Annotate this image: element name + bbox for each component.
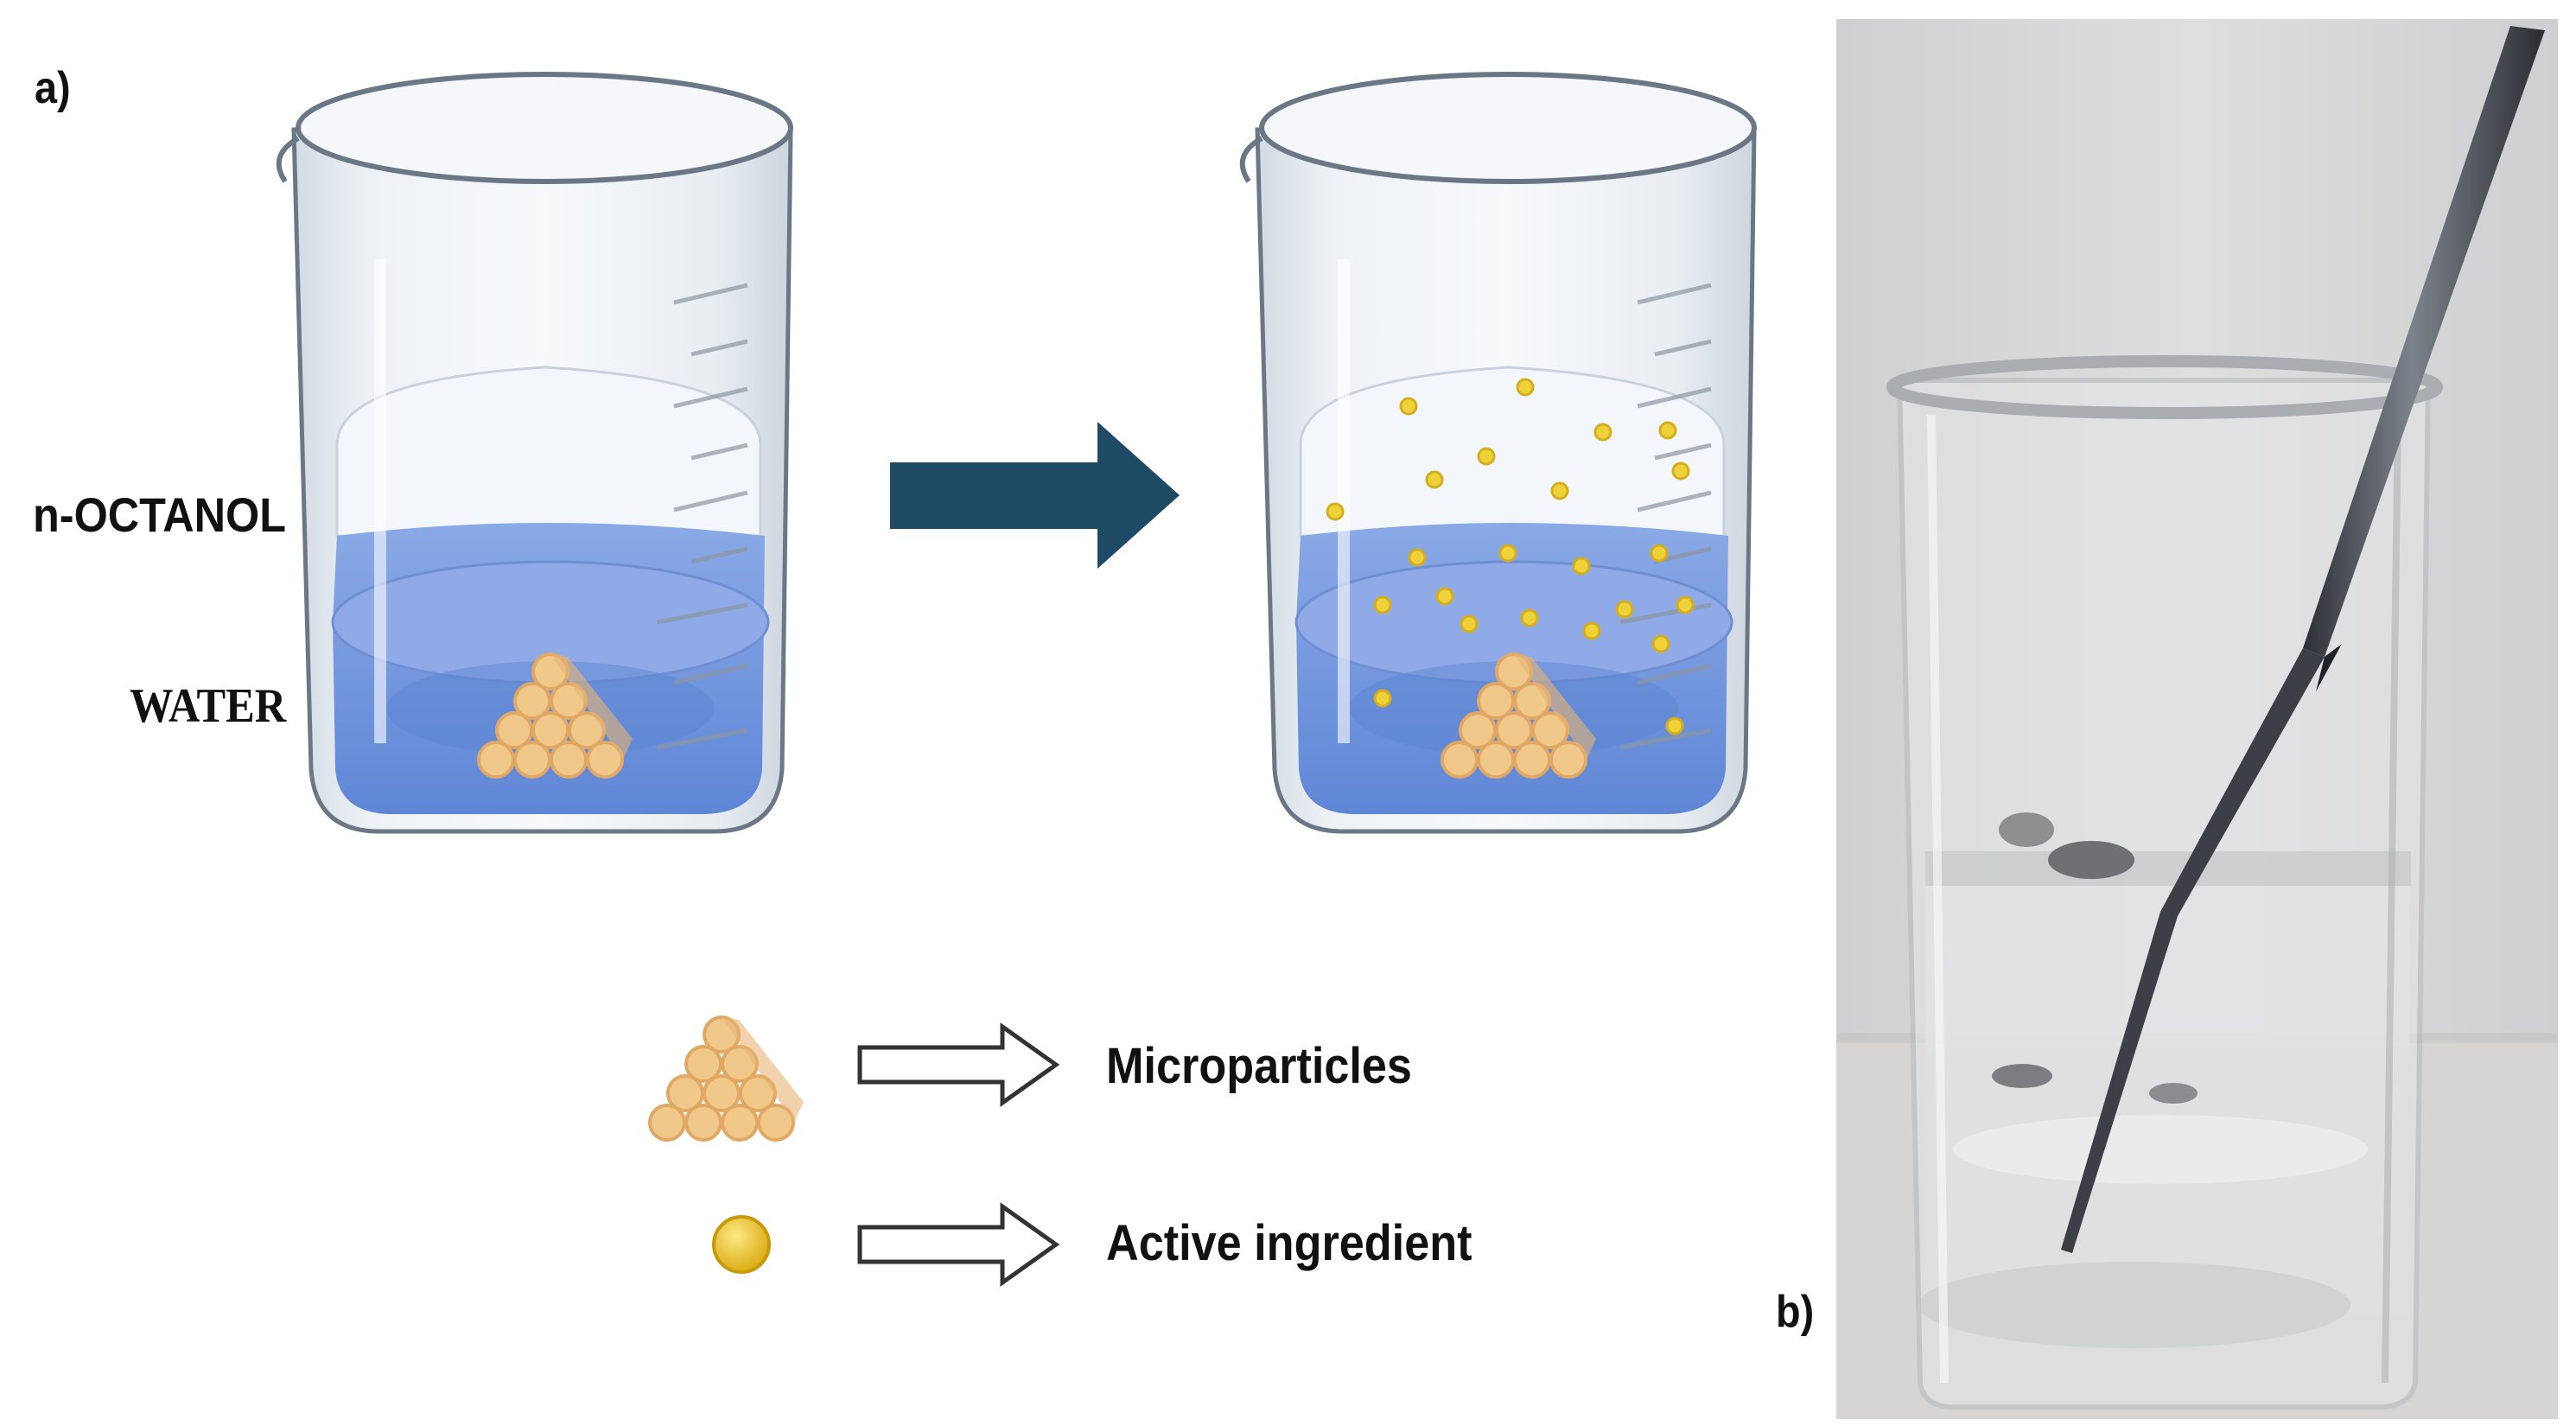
process-arrow: [890, 422, 1180, 569]
beaker-before: [276, 72, 793, 834]
microparticles-pyramid-icon: [648, 1015, 805, 1142]
water-layer-label: WATER: [130, 679, 287, 733]
legend-active-ingredient-label: Active ingredient: [1106, 1215, 1472, 1271]
beaker-photo: [1836, 19, 2558, 1419]
octanol-layer-2: [1299, 366, 1726, 538]
panel-b-label: b): [1776, 1287, 1815, 1337]
beaker-after: [1239, 72, 1757, 834]
legend-arrow-micro: [857, 1022, 1060, 1107]
active-ingredient-dots: [1326, 378, 1695, 735]
active-ingredient-dot-icon: [712, 1215, 771, 1274]
octanol-layer: [335, 366, 762, 538]
legend-arrow-active: [857, 1202, 1060, 1287]
octanol-layer-label: n-OCTANOL: [33, 487, 287, 542]
panel-a-label: a): [35, 63, 71, 113]
legend-microparticles-label: Microparticles: [1106, 1038, 1412, 1094]
